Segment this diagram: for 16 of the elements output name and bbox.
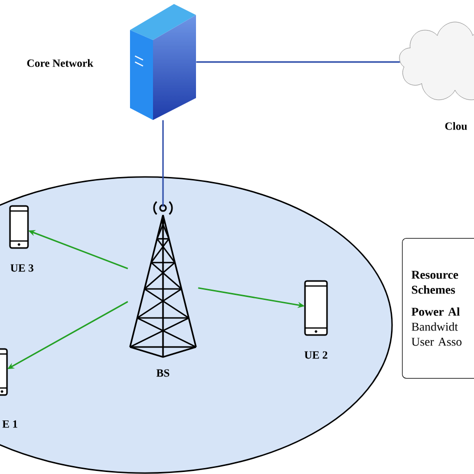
node-label: UE 2 [304,351,328,359]
node-label: Clou [445,122,468,130]
text-box: Resource Schemes Power Al Bandwidt User Asso [402,238,474,379]
node-label: Core Network [27,59,94,67]
phone-drawing [0,348,8,396]
phone-drawing [304,280,328,336]
coverage-ellipse [0,176,393,474]
link-line [196,61,400,63]
link-line [162,120,164,207]
phone-drawing [9,205,29,249]
tower-drawing [129,200,197,358]
node-label: UE 3 [10,264,34,272]
node-label: BS [156,369,170,377]
node-label: E 1 [2,420,18,428]
server-drawing [130,4,196,120]
cloud-shape [399,22,474,100]
